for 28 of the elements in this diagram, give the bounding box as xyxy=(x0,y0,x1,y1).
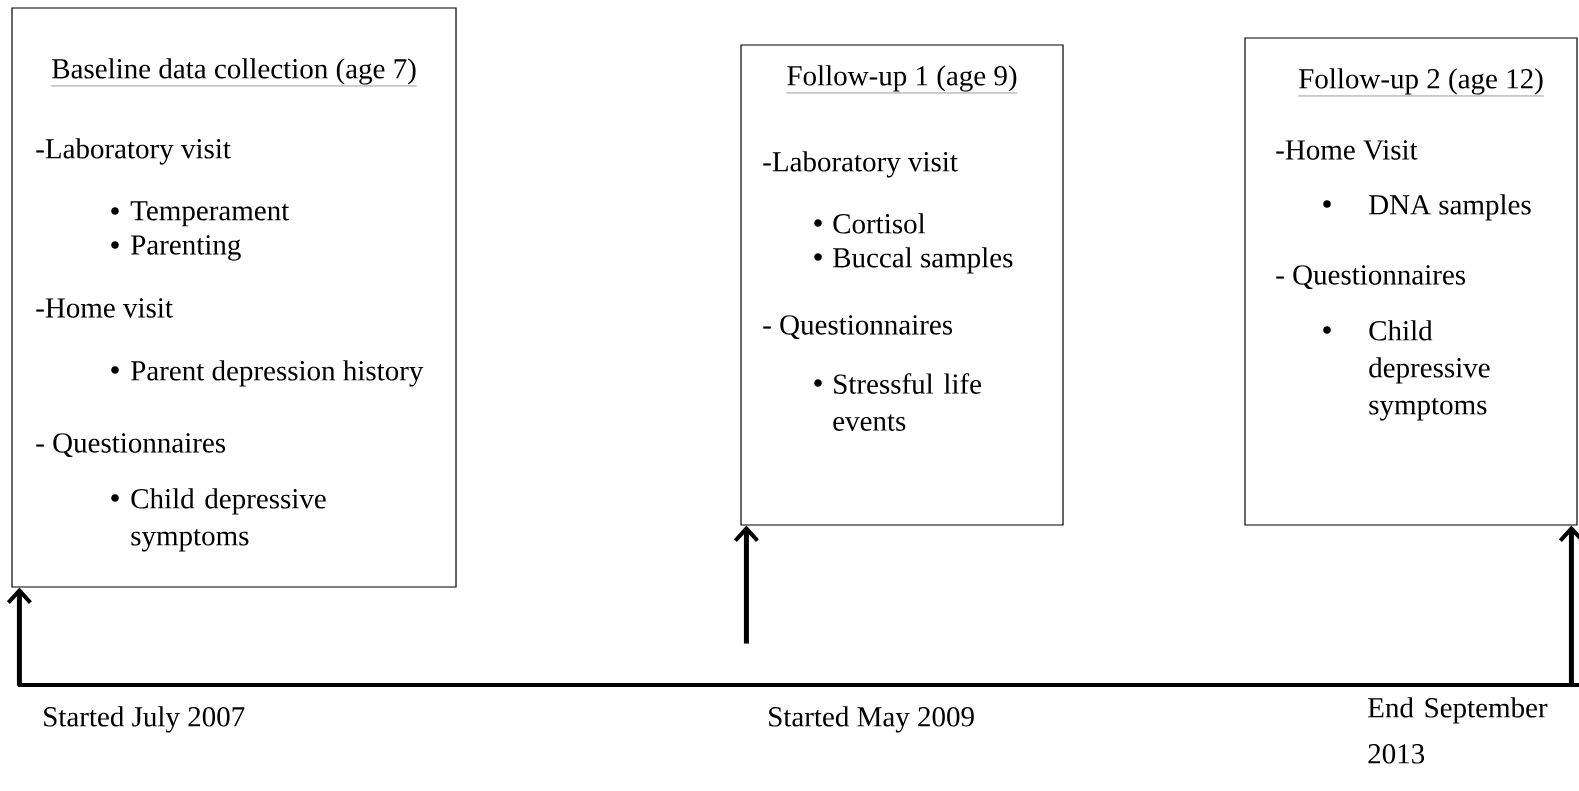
arrow xyxy=(6,587,32,686)
heading: Follow-up 1 (age 9) xyxy=(786,65,1018,94)
date-label: Started July 2007 xyxy=(44,706,245,733)
list-item: Cortisol xyxy=(833,213,926,234)
list-item: Buccal samples xyxy=(833,247,1013,274)
heading: Baseline data collection (age 7) xyxy=(51,58,417,87)
list-item: Parenting xyxy=(131,235,241,261)
section-label: - Questionnaires xyxy=(36,433,226,458)
stage-box xyxy=(11,7,457,588)
section-label: -Laboratory visit xyxy=(763,151,958,178)
date-label: End September 2013 xyxy=(1368,697,1548,764)
list-item: Temperament xyxy=(130,201,290,227)
section-label: -Laboratory visit xyxy=(36,138,231,165)
arrow xyxy=(733,525,759,644)
list-item: Child depressive symptoms xyxy=(1369,320,1490,421)
list-item: Parent depression history xyxy=(131,360,424,387)
list-item: Child depressive symptoms xyxy=(131,488,326,552)
section-label: -Home visit xyxy=(36,298,173,318)
arrow xyxy=(1558,525,1579,686)
list-item: Stressful life events xyxy=(833,373,981,431)
heading: Follow-up 2 (age 12) xyxy=(1298,68,1545,97)
section-label: - Questionnaires xyxy=(763,315,953,340)
section-label: -Home Visit xyxy=(1276,140,1418,160)
stage-box xyxy=(1244,37,1578,526)
date-label: Started May 2009 xyxy=(769,706,974,733)
section-label: - Questionnaires xyxy=(1276,265,1466,290)
list-item: DNA samples xyxy=(1369,194,1531,221)
stage-box xyxy=(740,44,1064,526)
